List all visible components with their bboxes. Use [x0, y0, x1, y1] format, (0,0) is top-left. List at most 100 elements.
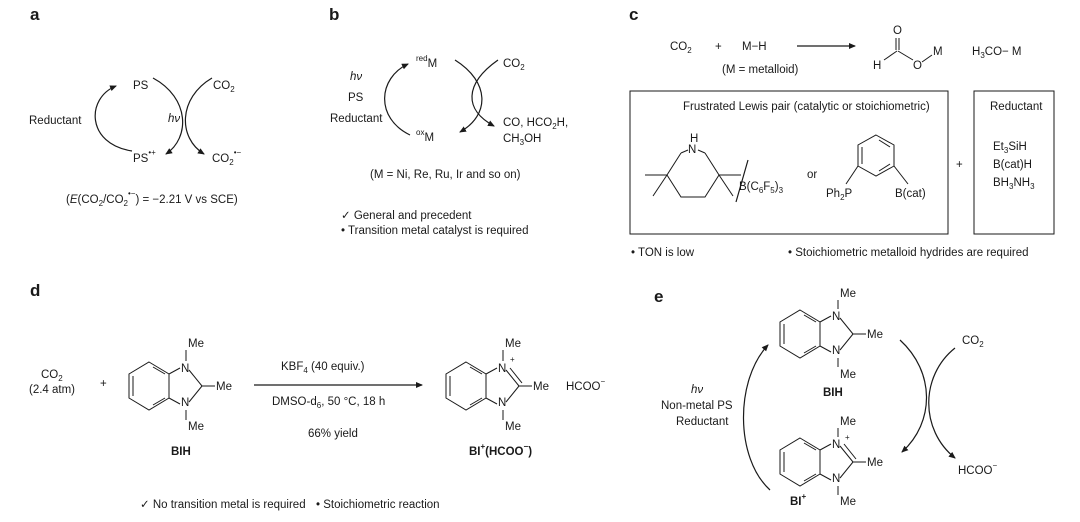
note-general: ✓ General and precedent: [341, 210, 472, 222]
ph2p-label: Ph2P: [826, 188, 853, 202]
nonmetal-ps-label: Non-metal PS: [661, 400, 733, 412]
formate-m: M: [933, 46, 943, 58]
bi-plus-charge: +: [510, 355, 515, 364]
panel-a: PS CO2 Reductant hν PS•+ CO2•− (E(CO2/CO…: [29, 77, 242, 208]
bih-n-top: N: [181, 363, 189, 375]
panel-label-b: b: [329, 5, 339, 24]
methoxy-label: H3CO− M: [972, 46, 1022, 60]
bih-me-bottom: Me: [188, 421, 204, 433]
metalloid-note: (M = metalloid): [722, 64, 799, 76]
arc-bih-to-bi: [899, 339, 928, 453]
reductant-label: Reductant: [29, 115, 82, 127]
bi-plus-charge: +: [845, 433, 850, 442]
hv-label: hν: [168, 113, 180, 125]
or-label: or: [807, 169, 817, 181]
bi-n-top: N: [498, 363, 506, 375]
bi-me-bottom: Me: [505, 421, 521, 433]
arc-co2-to-products: [471, 59, 499, 127]
arc-co2-to-formate: [928, 347, 956, 459]
bi-n-bottom: N: [498, 397, 506, 409]
bi-name: BI+: [790, 492, 807, 508]
pressure-label: (2.4 atm): [29, 384, 75, 396]
products-line2: CH3OH: [503, 133, 541, 147]
cycle-arrow-left: [94, 85, 133, 152]
reductant-bh3nh3: BH3NH3: [993, 177, 1035, 191]
red-m-label: redM: [416, 54, 437, 70]
bi-me-right: Me: [867, 457, 883, 469]
plus-2: +: [956, 159, 963, 171]
bi-me-top: Me: [505, 338, 521, 350]
hv-label: hν: [691, 384, 703, 396]
ps-label: PS: [348, 92, 364, 104]
reductant-bcath: B(cat)H: [993, 159, 1032, 171]
tmp-structure: N H: [645, 133, 741, 198]
metals-note: (M = Ni, Re, Ru, Ir and so on): [370, 169, 521, 181]
hv-label: hν: [350, 71, 362, 83]
formate-om-bond: [921, 54, 933, 63]
arc-red-to-ox: [454, 59, 483, 133]
panel-label-c: c: [629, 5, 638, 24]
bi-structure-d: [445, 350, 532, 420]
borane-label: B(C6F5)3: [739, 181, 784, 195]
co2-label: CO2: [41, 369, 63, 383]
bih-n-bottom: N: [181, 397, 189, 409]
bih-structure-e: [779, 300, 866, 367]
bi-n-top: N: [832, 439, 840, 451]
formate-ch-bond: [883, 50, 898, 61]
plus: +: [715, 41, 722, 53]
panel-label-a: a: [30, 5, 40, 24]
bih-n-bottom: N: [832, 345, 840, 357]
panel-e: N N Me Me Me BIH N + N Me Me Me BI+ h: [661, 288, 998, 508]
products-line1: CO, HCO2H,: [503, 117, 568, 131]
arc-ox-to-red: [384, 63, 411, 136]
flp-title: Frustrated Lewis pair (catalytic or stoi…: [683, 101, 930, 113]
bi-structure-e: [779, 428, 866, 495]
bi-me-right: Me: [533, 381, 549, 393]
bih-me-right: Me: [216, 381, 232, 393]
bih-structure-d: [128, 350, 215, 420]
reductant-label: Reductant: [676, 416, 729, 428]
piperidine-h: H: [690, 133, 698, 145]
bi-me-top: Me: [840, 416, 856, 428]
co2-label: CO2: [670, 41, 692, 55]
bih-me-top: Me: [840, 288, 856, 300]
bi-me-bottom: Me: [840, 496, 856, 508]
note-no-tm: ✓ No transition metal is required: [140, 499, 306, 511]
piperidine-n: N: [688, 144, 696, 156]
panel-label-d: d: [30, 281, 40, 300]
ps-label: PS: [133, 80, 149, 92]
bih-me-top: Me: [188, 338, 204, 350]
co2-label: CO2: [503, 58, 525, 72]
ox-m-label: oxM: [416, 128, 434, 144]
condition-kbf4: KBF4 (40 equiv.): [281, 361, 365, 375]
formate-h: H: [873, 60, 881, 72]
note-ton-low: • TON is low: [631, 247, 695, 259]
formate-co-bond: [897, 50, 914, 61]
panel-d: CO2 (2.4 atm) + N N Me Me Me BIH KBF4 (4…: [29, 338, 606, 511]
mh-label: M−H: [742, 41, 767, 53]
panel-b: hν PS Reductant redM oxM CO2 CO, HCO2H, …: [330, 54, 568, 237]
formate-o: O: [893, 25, 902, 37]
bih-n-top: N: [832, 311, 840, 323]
condition-solvent: DMSO-d6, 50 °C, 18 h: [272, 396, 385, 410]
yield-label: 66% yield: [308, 428, 358, 440]
panel-c: CO2 + M−H (M = metalloid) O H O M H3CO− …: [629, 25, 1055, 259]
flp-box: [629, 90, 949, 235]
panel-label-e: e: [654, 287, 663, 306]
flp-slash: [735, 159, 749, 203]
note-stoichiometric: • Stoichiometric reaction: [316, 499, 440, 511]
reductant-title: Reductant: [990, 101, 1043, 113]
note-tm-required: • Transition metal catalyst is required: [341, 225, 528, 237]
formate-o2: O: [913, 60, 922, 72]
note-stoichiometric-hydrides: • Stoichiometric metalloid hydrides are …: [788, 247, 1029, 259]
co2-label: CO2: [962, 335, 984, 349]
arc-co2-to-radical: [184, 77, 213, 155]
reductant-label: Reductant: [330, 113, 383, 125]
reductant-et3sih: Et3SiH: [993, 141, 1027, 155]
product-name: BI+(HCOO−): [469, 442, 532, 458]
bih-name: BIH: [171, 446, 191, 458]
bih-me-bottom: Me: [840, 369, 856, 381]
regeneration-arrow: [742, 344, 771, 491]
bcat-label: B(cat): [895, 188, 926, 200]
